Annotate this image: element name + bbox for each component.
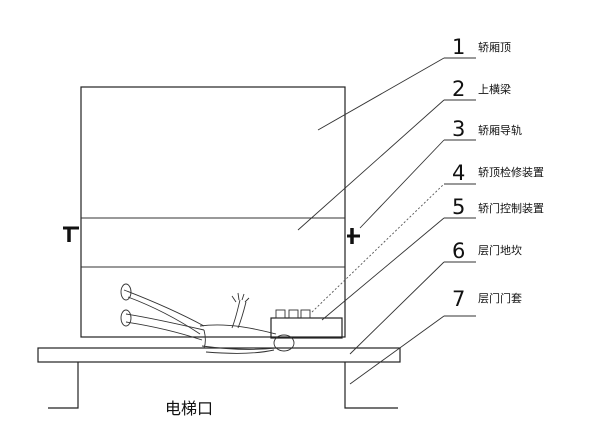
callout-label: 层门门套	[478, 291, 522, 305]
leader-line-7	[349, 315, 445, 385]
callout-1: 1 轿厢顶	[452, 35, 511, 59]
leader-line-6	[349, 261, 445, 355]
elevator-entrance-caption: 电梯口	[165, 399, 213, 418]
callout-number: 5	[452, 195, 465, 219]
callout-number: 4	[452, 161, 465, 185]
callout-label: 层门地坎	[478, 243, 522, 257]
callout-number: 3	[452, 117, 465, 141]
guide-rail-left	[63, 226, 79, 242]
callout-number: 2	[452, 77, 465, 101]
leader-line-1	[317, 57, 445, 131]
callout-number: 6	[452, 239, 465, 263]
callout-2: 2 上横梁	[452, 77, 511, 101]
callout-number: 7	[452, 287, 465, 311]
callout-3: 3 轿厢导轨	[452, 117, 522, 141]
callout-number: 1	[452, 35, 465, 59]
leader-line-5	[321, 217, 445, 321]
leader-line-3	[359, 139, 445, 229]
car-top-inspection-box	[270, 309, 343, 339]
callout-4: 4 轿顶检修装置	[452, 161, 544, 185]
elevator-car	[80, 86, 346, 338]
callout-5: 5 轿门控制装置	[452, 195, 544, 219]
callout-6: 6 层门地坎	[452, 239, 522, 263]
landing-sill	[37, 347, 401, 363]
person-figure	[120, 283, 295, 354]
callout-label: 轿顶检修装置	[478, 165, 544, 179]
leader-line-2	[297, 99, 445, 231]
guide-rail-right	[347, 228, 360, 244]
leader-line-4	[311, 183, 445, 313]
callout-7: 7 层门门套	[452, 287, 522, 311]
callout-label: 轿门控制装置	[478, 201, 544, 215]
callout-label: 轿厢顶	[478, 40, 511, 54]
callout-label: 上横梁	[478, 82, 511, 96]
landing-door-frame	[48, 362, 398, 409]
leader-lines	[297, 57, 476, 385]
callout-label: 轿厢导轨	[478, 123, 522, 137]
